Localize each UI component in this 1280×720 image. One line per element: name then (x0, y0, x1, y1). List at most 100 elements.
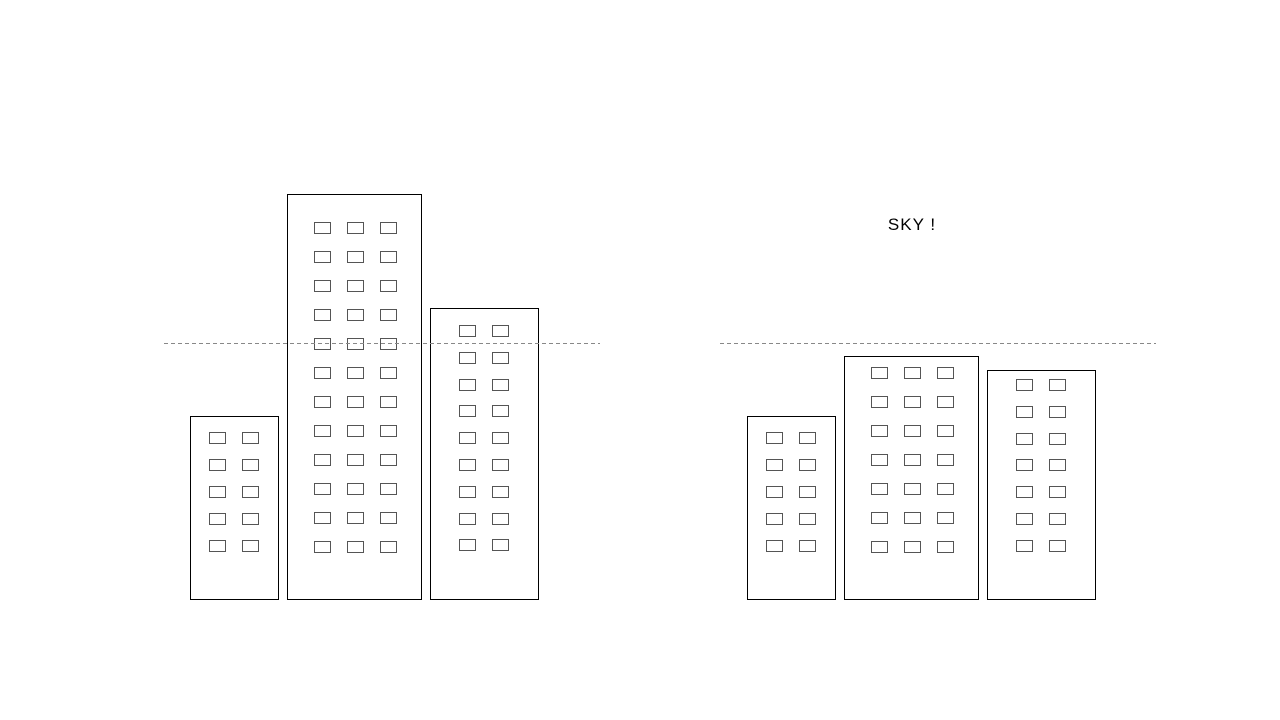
window (380, 309, 397, 321)
window (799, 513, 816, 525)
window (242, 486, 259, 498)
window (380, 396, 397, 408)
window (347, 280, 364, 292)
window (1016, 379, 1033, 391)
window (347, 251, 364, 263)
window (904, 367, 921, 379)
window (314, 309, 331, 321)
window (799, 459, 816, 471)
window (492, 325, 509, 337)
window (314, 483, 331, 495)
window (937, 541, 954, 553)
right-scene (720, 343, 1156, 600)
window (766, 459, 783, 471)
window (766, 513, 783, 525)
window (209, 513, 226, 525)
window (242, 432, 259, 444)
window (209, 432, 226, 444)
window (492, 432, 509, 444)
window (1016, 406, 1033, 418)
window (492, 352, 509, 364)
window (871, 512, 888, 524)
window (459, 513, 476, 525)
short-building (747, 416, 836, 600)
window (937, 483, 954, 495)
window (347, 396, 364, 408)
window (459, 486, 476, 498)
window (314, 396, 331, 408)
window (799, 432, 816, 444)
window (904, 396, 921, 408)
window (459, 352, 476, 364)
medium-building (987, 370, 1096, 600)
window (766, 486, 783, 498)
sky-label: SKY ! (888, 215, 936, 234)
window (1016, 486, 1033, 498)
window (380, 367, 397, 379)
window (1016, 433, 1033, 445)
window (799, 540, 816, 552)
tall-building-outline (844, 356, 979, 600)
window (492, 459, 509, 471)
window (314, 222, 331, 234)
medium-building (430, 308, 539, 600)
window (1049, 433, 1066, 445)
window (871, 541, 888, 553)
tall-building (287, 194, 422, 600)
window (314, 280, 331, 292)
window (459, 379, 476, 391)
window (871, 483, 888, 495)
window (1016, 459, 1033, 471)
window (380, 222, 397, 234)
window (380, 483, 397, 495)
window (904, 425, 921, 437)
window (314, 425, 331, 437)
window (242, 540, 259, 552)
window (347, 512, 364, 524)
short-building (190, 416, 279, 600)
window (492, 513, 509, 525)
tall-building (844, 356, 979, 600)
window (314, 512, 331, 524)
short-building-outline (190, 416, 279, 600)
window (937, 425, 954, 437)
window (871, 425, 888, 437)
window (1016, 513, 1033, 525)
window (209, 459, 226, 471)
window (209, 486, 226, 498)
window (347, 222, 364, 234)
window (904, 454, 921, 466)
window (380, 541, 397, 553)
medium-building-outline (987, 370, 1096, 600)
window (380, 512, 397, 524)
window (347, 454, 364, 466)
window (459, 325, 476, 337)
window (209, 540, 226, 552)
window (1049, 406, 1066, 418)
window (492, 486, 509, 498)
window (347, 425, 364, 437)
left-scene (164, 194, 600, 600)
window (380, 454, 397, 466)
window (459, 405, 476, 417)
window (314, 367, 331, 379)
window (459, 432, 476, 444)
window (766, 432, 783, 444)
window (1049, 459, 1066, 471)
window (459, 459, 476, 471)
window (314, 251, 331, 263)
window (347, 483, 364, 495)
short-building-outline (747, 416, 836, 600)
window (459, 539, 476, 551)
window (904, 541, 921, 553)
window (492, 379, 509, 391)
window (904, 512, 921, 524)
window (314, 454, 331, 466)
window (314, 541, 331, 553)
window (492, 539, 509, 551)
window (380, 280, 397, 292)
window (492, 405, 509, 417)
window (937, 512, 954, 524)
window (1049, 540, 1066, 552)
